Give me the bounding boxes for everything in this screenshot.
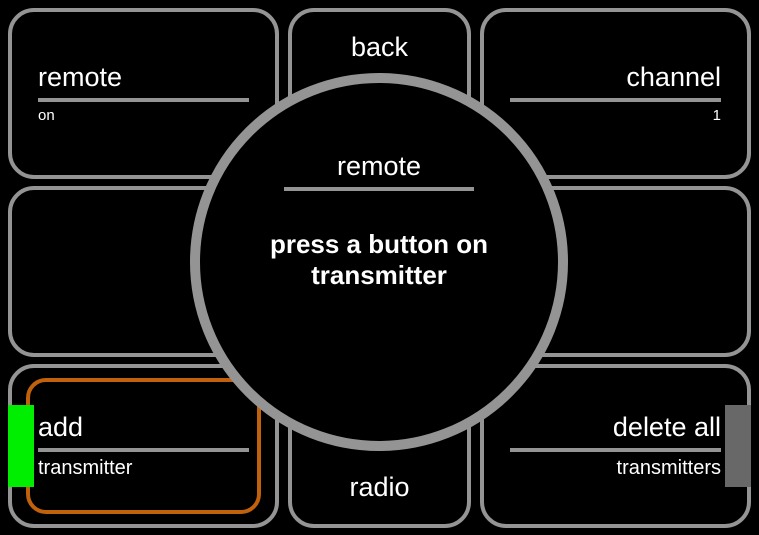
center-dial[interactable]: remote press a button on transmitter [190,73,568,451]
tile-add-title: add [38,412,84,442]
tile-remote-title: remote [38,61,123,92]
tile-remote-divider [38,97,249,102]
tile-radio-label: radio [349,472,410,502]
status-indicator-off-bar [725,405,751,487]
tile-channel-title: channel [626,61,721,92]
tile-remote[interactable]: remote on [8,8,279,179]
tile-delete-all-title: delete all [612,412,721,442]
center-dial-divider [284,187,474,191]
tile-back-label: back [350,32,409,62]
tile-delete-all-body: delete all transmitters [510,412,721,480]
tile-add-divider [38,448,249,452]
tile-delete-all-divider [510,448,721,452]
tile-delete-all-transmitters[interactable]: delete all transmitters [480,364,751,528]
tile-remote-body: remote on [38,62,249,126]
tile-channel-divider [510,97,721,102]
tile-channel-body: channel 1 [510,62,721,126]
status-indicator-on-bar [8,405,34,487]
center-dial-title: remote [336,151,422,181]
tile-remote-value: on [38,106,55,124]
tile-delete-all-value: transmitters [616,457,721,479]
tile-add-value: transmitter [38,457,133,479]
tile-channel-value: 1 [712,106,721,124]
center-dial-message: press a button on transmitter [269,229,489,290]
center-dial-content: remote press a button on transmitter [200,83,558,441]
tile-add-body: add transmitter [38,412,249,480]
